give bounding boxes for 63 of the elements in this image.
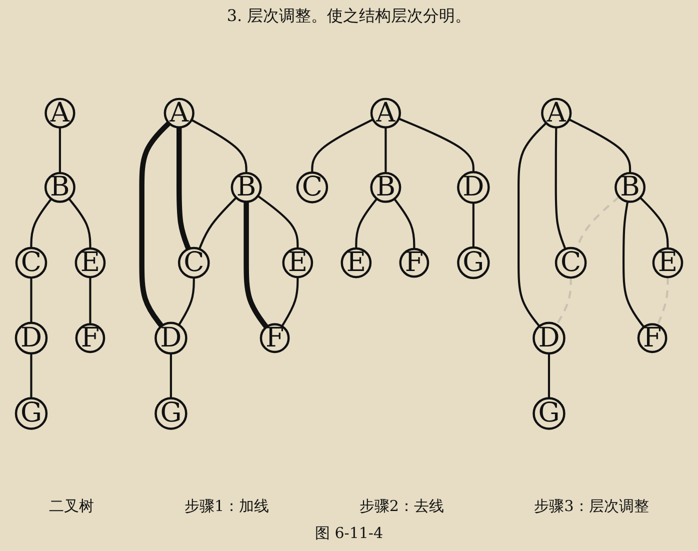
node-circle: E [340,247,372,278]
panel-caption: 步骤2：去线 [359,497,444,516]
connector [244,202,269,328]
connector [89,276,92,324]
node-circle: F [637,322,668,353]
node-circle: C [296,171,328,204]
node-circle: F [75,322,106,353]
node-circle: A [370,98,401,128]
connector [257,194,299,248]
figure-caption: 图 6-11-4 [314,524,384,543]
panel-caption: 二叉树 [49,497,94,516]
node-circle: A [164,98,194,128]
node-circle: G [14,396,48,430]
connector [384,127,387,173]
connector [656,276,669,326]
connector [311,118,374,172]
connector [178,277,195,326]
connector [191,118,248,173]
node-circle: B [370,172,402,203]
connector [568,118,632,173]
connector [30,198,52,248]
node-circle: E [282,247,314,278]
connector [639,196,669,248]
connector [176,127,191,250]
connector [281,276,299,327]
node-circle: C [178,246,210,278]
connector [30,277,32,323]
panel-caption: 步骤1：加线 [184,497,270,516]
panel-caption: 步骤3：层次调整 [534,497,649,516]
node-circle: E [652,247,684,278]
node-circle: B [230,172,262,203]
node-circle: D [154,321,188,354]
node-circle: C [15,246,48,278]
connector [68,198,92,248]
node-circle: E [74,247,106,278]
connector [394,198,416,249]
connector [139,120,171,328]
node-circle: A [541,98,572,128]
connector [554,127,566,250]
connector [548,353,550,398]
connector [58,127,61,173]
node-circle: A [44,98,76,128]
node-circle: D [532,321,566,354]
node-circle: F [260,322,290,353]
node-circle: G [154,396,188,430]
connector [398,117,474,172]
connector [472,202,474,248]
node-circle: B [44,172,76,203]
connector [170,353,172,398]
node-circle: G [457,246,490,279]
node-circle: G [532,396,566,430]
node-circle: C [554,246,587,278]
heading: 3. 层次调整。使之结构层次分明。 [226,6,472,27]
connector [198,196,237,250]
node-circle: B [614,172,646,203]
connector [622,201,645,328]
connector [518,122,547,327]
connector [355,198,378,248]
node-circle: D [457,170,490,204]
node-circle: D [14,321,48,354]
node-circle: F [399,248,430,278]
connector [30,353,32,398]
connector [556,277,572,326]
